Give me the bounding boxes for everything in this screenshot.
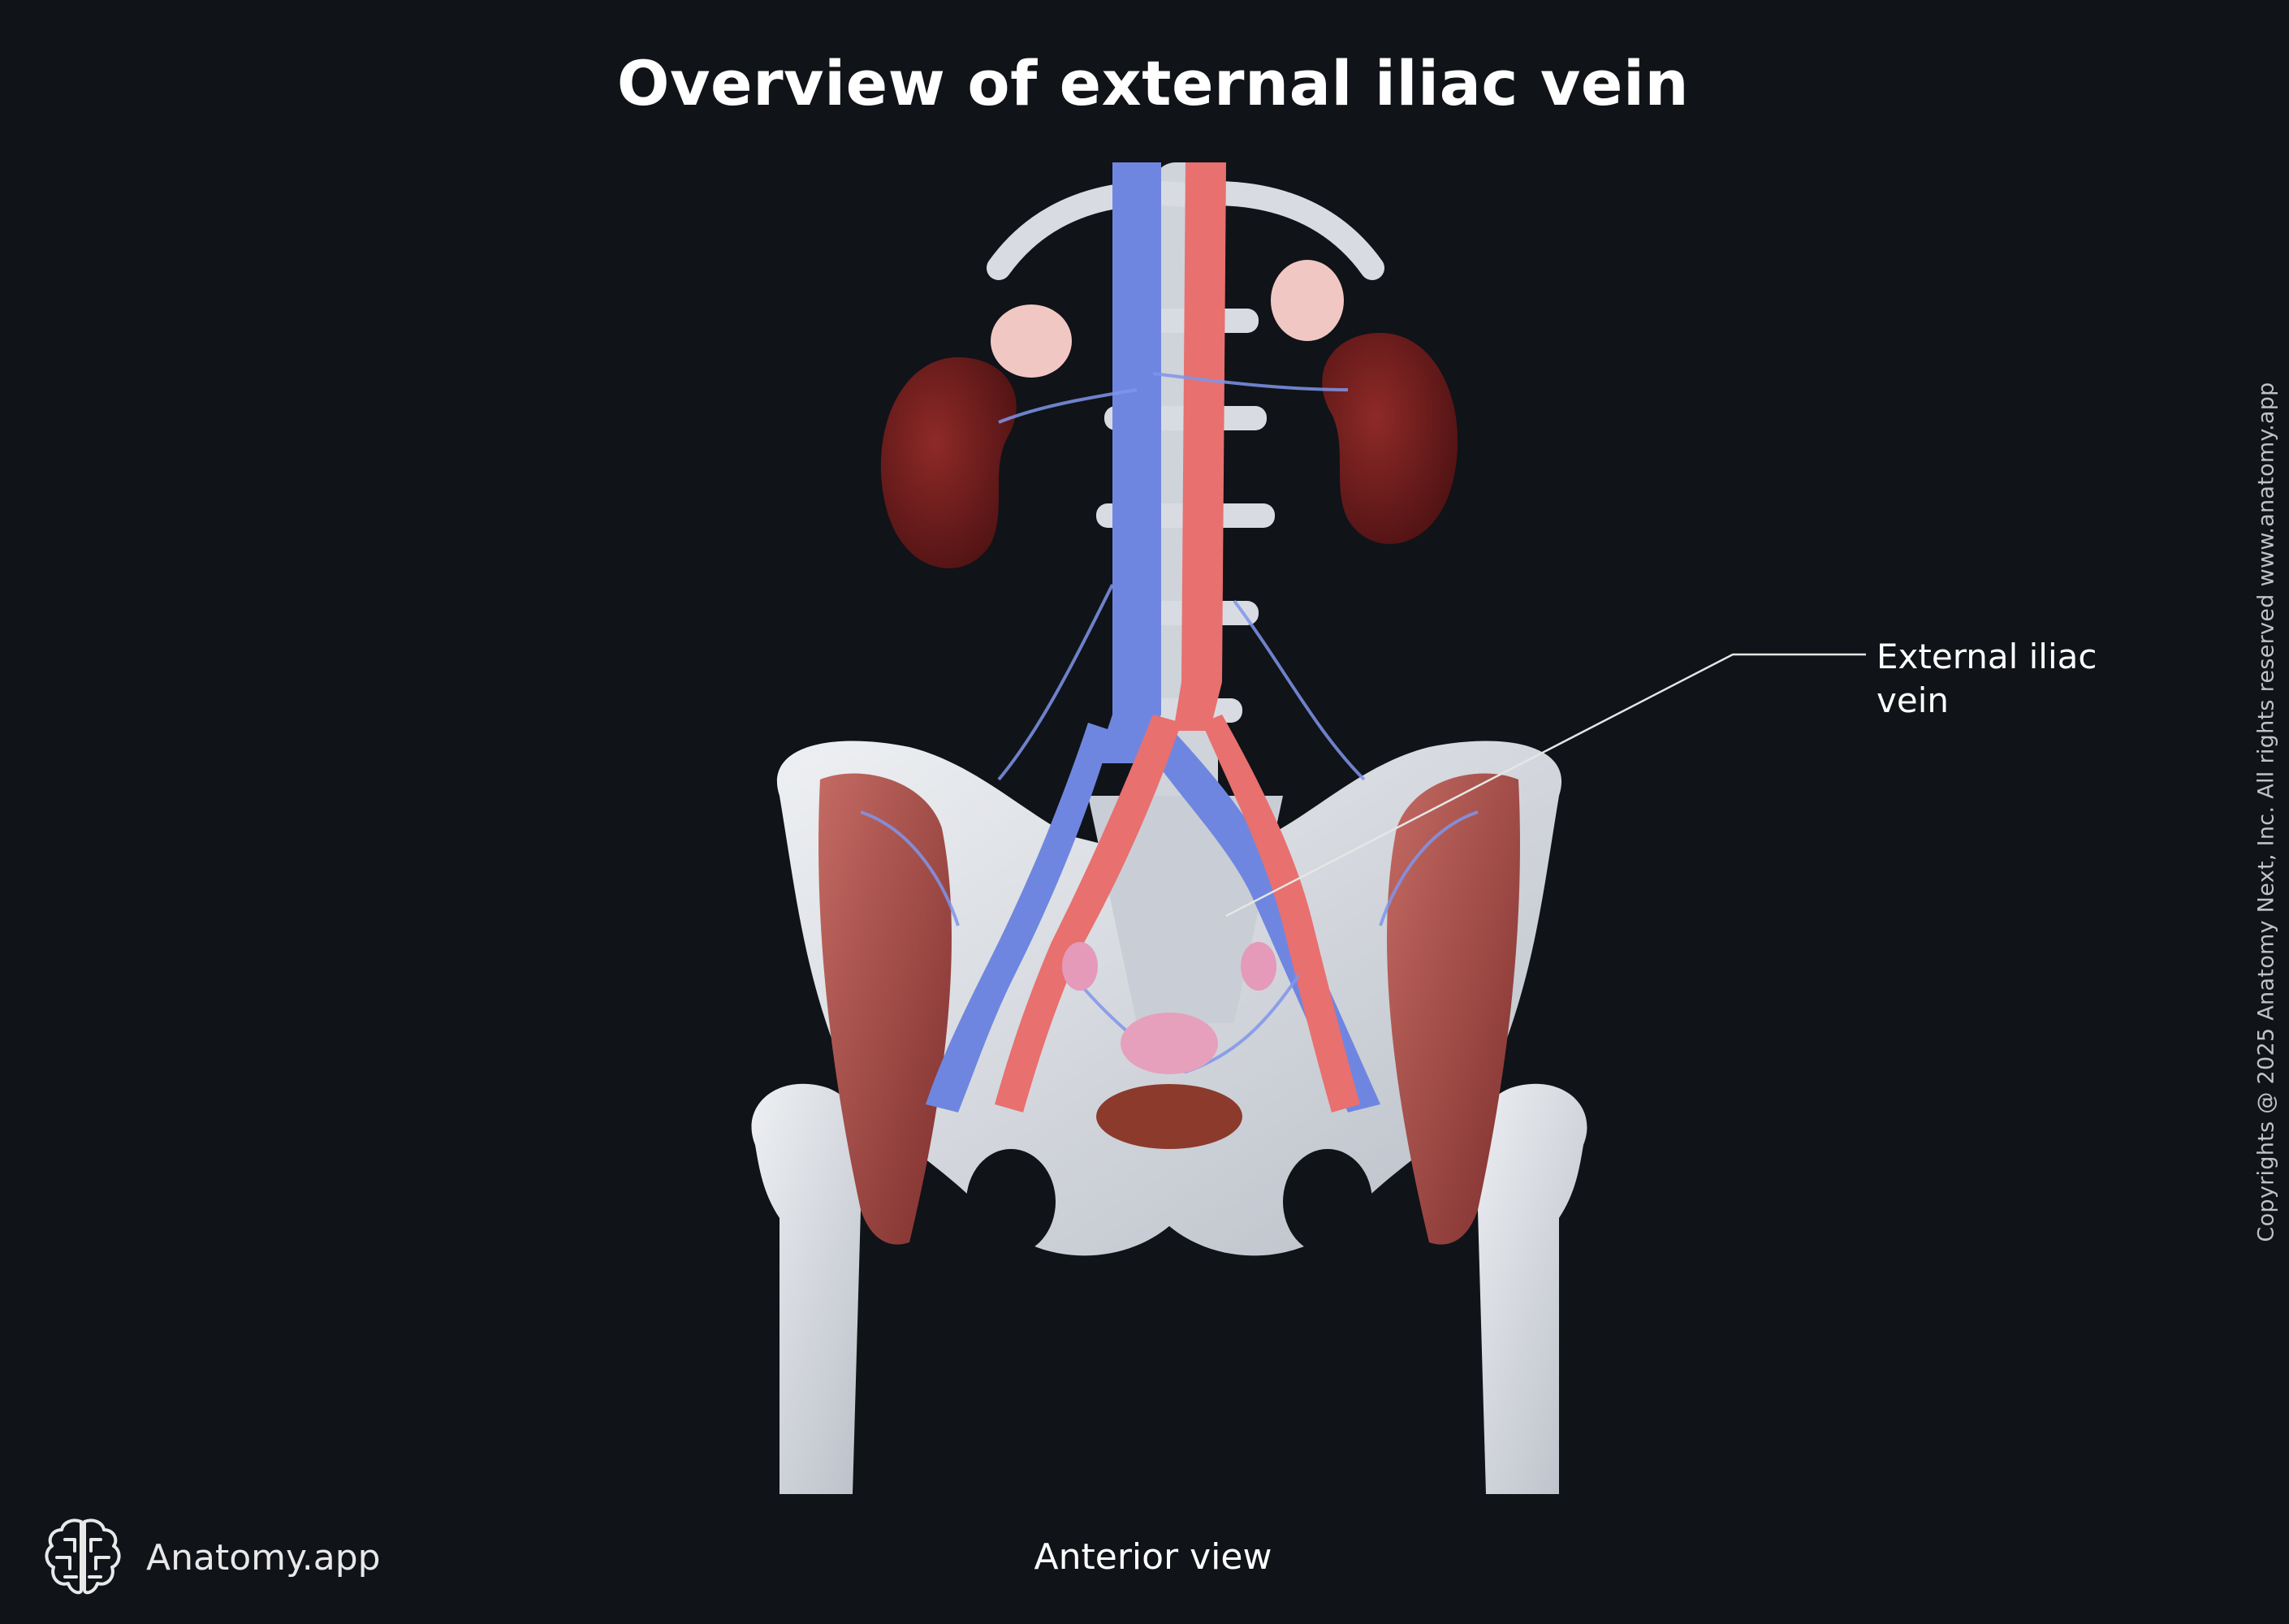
rectum xyxy=(1096,1084,1242,1149)
brain-logo-icon xyxy=(45,1518,121,1595)
right-kidney xyxy=(1271,260,1458,544)
label-line-2: vein xyxy=(1877,680,1949,720)
copyright-notice: Copyrights @ 2025 Anatomy Next, Inc. All… xyxy=(2253,382,2279,1242)
left-common-iliac-vein xyxy=(926,723,1112,1112)
uterus xyxy=(1062,942,1276,1074)
inferior-vena-cava xyxy=(1096,162,1161,763)
label-external-iliac-vein: External iliac vein xyxy=(1877,635,2097,723)
label-line-1: External iliac xyxy=(1877,637,2097,676)
right-femur xyxy=(1466,1083,1587,1494)
brand: Anatomy.app xyxy=(41,1515,381,1600)
brand-name: Anatomy.app xyxy=(146,1536,381,1579)
left-kidney xyxy=(880,304,1072,568)
anatomy-illustration xyxy=(751,162,1587,1494)
left-femur xyxy=(751,1083,873,1494)
left-common-iliac-artery xyxy=(995,715,1181,1112)
view-caption: Anterior view xyxy=(1034,1536,1272,1578)
abdominal-aorta xyxy=(1173,162,1226,731)
page-title: Overview of external iliac vein xyxy=(616,47,1690,119)
left-iliacus-muscle xyxy=(818,773,952,1245)
